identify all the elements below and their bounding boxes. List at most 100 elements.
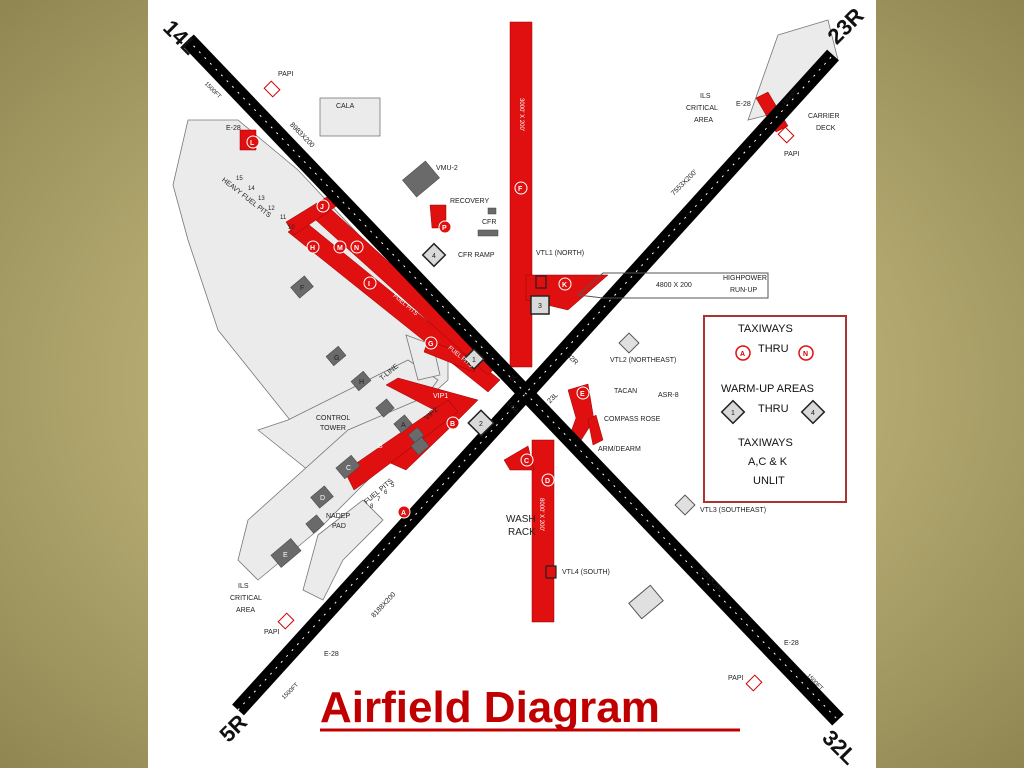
- e28-label-se: E-28: [784, 640, 799, 647]
- svg-text:P: P: [442, 225, 447, 232]
- diagram-slide: 14L 32L 5R 23R 8983X200 7553X200' 8188X2…: [148, 0, 876, 768]
- arm-dearm-label: ARM/DEARM: [598, 446, 641, 453]
- runway-end-5r: 5R: [214, 709, 252, 747]
- compass-rose-label: COMPASS ROSE: [604, 416, 661, 423]
- taxiway-marker-b: B: [446, 416, 460, 430]
- taxiway-marker-f: F: [514, 181, 528, 195]
- pad-label: PAD: [332, 523, 346, 530]
- svg-text:11: 11: [280, 215, 287, 221]
- taxiway-marker-g: G: [424, 336, 438, 350]
- warmup-area-1: 1: [463, 348, 485, 370]
- building-c: C: [346, 465, 351, 472]
- svg-text:D: D: [545, 478, 550, 485]
- ils-label-sw: ILS: [238, 583, 249, 590]
- svg-text:C: C: [524, 458, 529, 465]
- svg-text:I: I: [368, 281, 370, 288]
- svg-text:2: 2: [479, 421, 483, 428]
- airfield-diagram: 14L 32L 5R 23R 8983X200 7553X200' 8188X2…: [158, 3, 868, 768]
- building-b: B: [378, 443, 383, 450]
- highpower-runup-outline: [576, 272, 769, 299]
- taxiway-marker-k: K: [558, 277, 572, 291]
- taxiway-marker-c: C: [520, 453, 534, 467]
- papi-label-se: PAPI: [728, 675, 743, 682]
- critical-label-ne: CRITICAL: [686, 105, 718, 112]
- ils-label-ne: ILS: [700, 93, 711, 100]
- building-e: E: [283, 552, 288, 559]
- taxiway-marker-h: H: [306, 240, 320, 254]
- rack-label: RACK: [508, 527, 536, 538]
- taxiway-marker-j: J: [316, 199, 330, 213]
- buildings: [270, 160, 499, 568]
- svg-text:8: 8: [370, 504, 374, 510]
- page-title: Airfield Diagram: [320, 683, 660, 732]
- area-label-sw: AREA: [236, 607, 255, 614]
- vtl2-pad: [618, 332, 640, 354]
- legend-line3: WARM-UP AREAS: [721, 383, 814, 395]
- svg-text:15: 15: [236, 176, 243, 182]
- papi-label-nw: PAPI: [278, 71, 293, 78]
- svg-text:1: 1: [731, 410, 735, 417]
- legend-area-1: 1: [720, 399, 746, 425]
- vtl1-label: VTL1 (NORTH): [536, 250, 584, 257]
- papi-label-ne: PAPI: [784, 151, 799, 158]
- legend: TAXIWAYS A THRU N WARM-UP AREAS 1 THRU 4…: [703, 315, 847, 503]
- vtl3-pad: [674, 494, 696, 516]
- legend-line4: THRU: [758, 403, 789, 415]
- carrier-label: CARRIER: [808, 113, 840, 120]
- runway-f-dim: 3000' X 200': [518, 98, 524, 131]
- label-23l: 23L: [546, 392, 559, 405]
- svg-text:12: 12: [268, 206, 275, 212]
- warmup-areas: 4 3 2 1: [421, 242, 550, 437]
- runway-end-32l: 32L: [817, 725, 861, 768]
- taxiway-marker-l: L: [246, 135, 260, 149]
- highpower-label: HIGHPOWER: [723, 275, 767, 282]
- cala-label: CALA: [336, 103, 355, 110]
- vip1-label: VIP1: [433, 393, 448, 400]
- runway-d-dim: 8000' X 200': [538, 498, 544, 531]
- svg-text:4: 4: [811, 410, 815, 417]
- building-g: G: [334, 355, 339, 362]
- legend-line6: A,C & K: [748, 456, 788, 468]
- svg-text:10: 10: [288, 225, 295, 231]
- svg-text:H: H: [310, 245, 315, 252]
- control-label: CONTROL: [316, 415, 350, 422]
- svg-text:N: N: [803, 351, 808, 358]
- svg-text:K: K: [562, 282, 567, 289]
- building-f: F: [300, 285, 304, 292]
- e28-label-sw: E-28: [324, 651, 339, 658]
- svg-text:B: B: [450, 421, 455, 428]
- pit-numbers: 15 14 13 12 11 10: [236, 176, 295, 231]
- gray-pad-south: [628, 584, 664, 620]
- legend-area-4: 4: [800, 399, 826, 425]
- dim-23r: 7553X200': [670, 169, 698, 197]
- svg-text:4: 4: [432, 253, 436, 260]
- area-label-ne: AREA: [694, 117, 713, 124]
- svg-text:1: 1: [472, 357, 476, 364]
- taxiway-marker-i: I: [363, 276, 377, 290]
- label-5l: 5L: [508, 373, 519, 384]
- ft1500-sw: 1500FT: [281, 682, 300, 701]
- svg-text:J: J: [320, 204, 324, 211]
- fuel-pit-numbers: 5 6 7 8: [370, 483, 395, 510]
- svg-text:5: 5: [391, 483, 395, 489]
- papi-label-sw: PAPI: [264, 629, 279, 636]
- warmup-area-3: 3: [530, 295, 550, 315]
- svg-text:E: E: [580, 391, 585, 398]
- taxiway-marker-m: M: [333, 240, 347, 254]
- svg-text:F: F: [518, 186, 523, 193]
- svg-text:A: A: [401, 510, 406, 517]
- svg-text:L: L: [250, 140, 255, 147]
- svg-text:6: 6: [384, 490, 388, 496]
- svg-text:N: N: [354, 245, 359, 252]
- papi-markers: [263, 80, 795, 692]
- vtl4-label: VTL4 (SOUTH): [562, 569, 610, 576]
- building-a: A: [401, 422, 406, 429]
- vtl2-label: VTL2 (NORTHEAST): [610, 357, 676, 364]
- cfr-ramp-label: CFR RAMP: [458, 252, 495, 259]
- warmup-area-2: 2: [467, 409, 495, 437]
- tacan-label: TACAN: [614, 388, 637, 395]
- legend-marker-n: N: [798, 345, 814, 361]
- deck-label: DECK: [816, 125, 836, 132]
- vtl3-label: VTL3 (SOUTHEAST): [700, 507, 766, 514]
- nadep-label: NADEP: [326, 513, 350, 520]
